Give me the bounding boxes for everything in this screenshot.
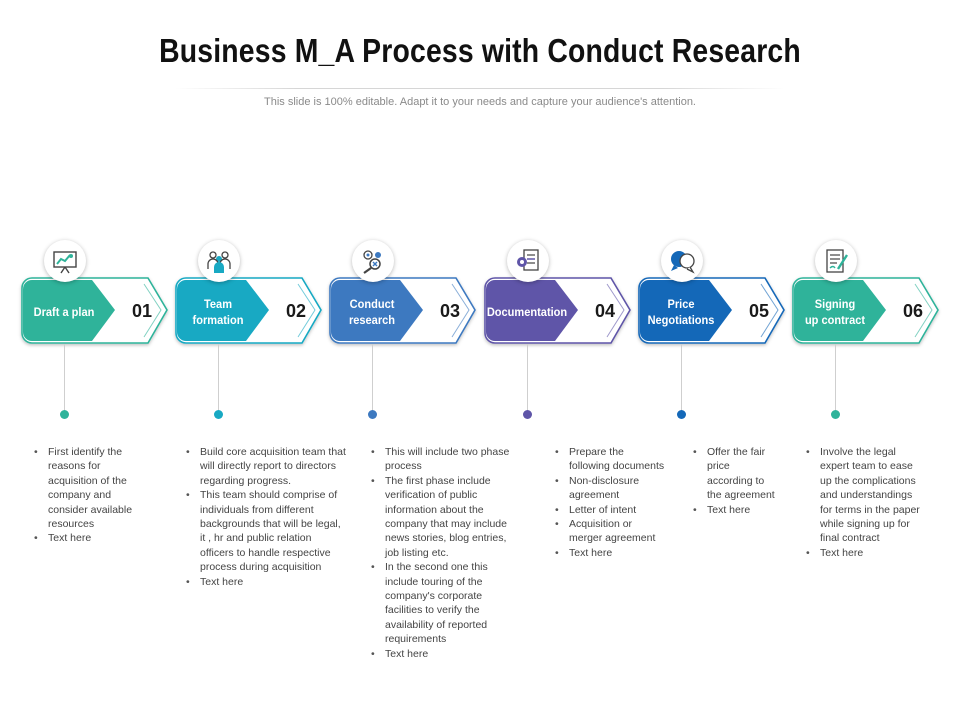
step-number: 02 [285, 301, 307, 321]
research-magnifier-icon [363, 250, 381, 274]
step-label-line: Signing [814, 297, 856, 311]
step-label-line: Documentation [486, 305, 568, 319]
step-label: Draft a plan [24, 304, 105, 320]
step-chevron [329, 277, 476, 344]
connector-dot [523, 410, 532, 419]
step-label: Conduct research [332, 296, 413, 328]
connector-dot [831, 410, 840, 419]
step-number: 03 [439, 301, 461, 321]
bullet-item: Prepare the following documents [555, 445, 665, 474]
step-chevron [484, 277, 631, 344]
step-chevron [175, 277, 322, 344]
presentation-board-icon [53, 251, 77, 274]
connector-line [835, 344, 836, 412]
step-bullet-list: Offer the fair price according to the ag… [693, 445, 775, 517]
connector-dot [60, 410, 69, 419]
step-label-line: formation [192, 313, 244, 327]
bullet-item: This team should comprise of individuals… [186, 488, 346, 574]
slide-title: Business M_A Process with Conduct Resear… [159, 32, 801, 69]
process-step-03: Conduct research 03 [328, 240, 488, 430]
bullet-item: This will include two phase process [371, 445, 521, 474]
step-chevron [792, 277, 939, 344]
bullet-item: Non-disclosure agreement [555, 474, 665, 503]
step-icon-badge [352, 240, 394, 282]
step-icon-badge [661, 240, 703, 282]
bullet-item: Acquisition or merger agreement [555, 517, 665, 546]
step-icon-badge [44, 240, 86, 282]
process-step-06: Signing up contract 06 [791, 240, 951, 430]
step-bullet-list: Prepare the following documentsNon-discl… [555, 445, 665, 561]
document-gear-icon [517, 249, 539, 271]
step-icon-badge [507, 240, 549, 282]
step-label-line: up contract [804, 313, 866, 327]
step-label-line: Negotiations [647, 313, 715, 327]
step-chevron [21, 277, 168, 344]
step-number: 04 [594, 301, 616, 321]
connector-line [372, 344, 373, 412]
step-bullet-list: First identify the reasons for acquisiti… [34, 445, 134, 546]
step-bullet-list: Involve the legal expert team to ease up… [806, 445, 924, 561]
step-chevron [638, 277, 785, 344]
step-label-line: Draft a plan [33, 305, 95, 319]
connector-dot [214, 410, 223, 419]
bullet-item: Letter of intent [555, 503, 665, 518]
contract-pen-icon [826, 249, 849, 273]
connector-line [218, 344, 219, 412]
process-step-01: Draft a plan 01 [20, 240, 180, 430]
step-icon-badge [815, 240, 857, 282]
connector-line [64, 344, 65, 412]
process-step-04: Documentation 04 [483, 240, 643, 430]
step-number: 01 [131, 301, 153, 321]
slide-subtitle: This slide is 100% editable. Adapt it to… [264, 96, 696, 108]
step-bullet-list: Build core acquisition team that will di… [186, 445, 346, 589]
connector-line [527, 344, 528, 412]
connector-dot [677, 410, 686, 419]
bullet-item: First identify the reasons for acquisiti… [34, 445, 134, 531]
step-icon-badge [198, 240, 240, 282]
step-label: Signing up contract [795, 296, 876, 328]
step-bullet-list: This will include two phase processThe f… [371, 445, 521, 662]
step-label-line: research [348, 313, 396, 327]
bullet-item: Involve the legal expert team to ease up… [806, 445, 924, 546]
step-number: 06 [902, 301, 924, 321]
bullet-item: Text here [186, 575, 346, 590]
title-divider [175, 88, 785, 89]
connector-dot [368, 410, 377, 419]
step-label-line: Team [203, 297, 233, 311]
bullet-item: In the second one this include touring o… [371, 560, 521, 646]
team-icon [207, 251, 231, 273]
bullet-item: Text here [806, 546, 924, 561]
step-label: Team formation [178, 296, 259, 328]
step-label: Documentation [487, 304, 568, 320]
chat-bubbles-icon [671, 251, 695, 274]
process-step-02: Team formation 02 [174, 240, 334, 430]
bullet-item: Build core acquisition team that will di… [186, 445, 346, 488]
step-label-line: Conduct [349, 297, 395, 311]
bullet-item: Text here [371, 647, 521, 662]
bullet-item: Text here [555, 546, 665, 561]
bullet-item: Text here [34, 531, 134, 546]
step-number: 05 [748, 301, 770, 321]
bullet-item: Offer the fair price according to the ag… [693, 445, 775, 503]
connector-line [681, 344, 682, 412]
step-label-line: Price [667, 297, 695, 311]
bullet-item: The first phase include verification of … [371, 474, 521, 560]
bullet-item: Text here [693, 503, 775, 518]
